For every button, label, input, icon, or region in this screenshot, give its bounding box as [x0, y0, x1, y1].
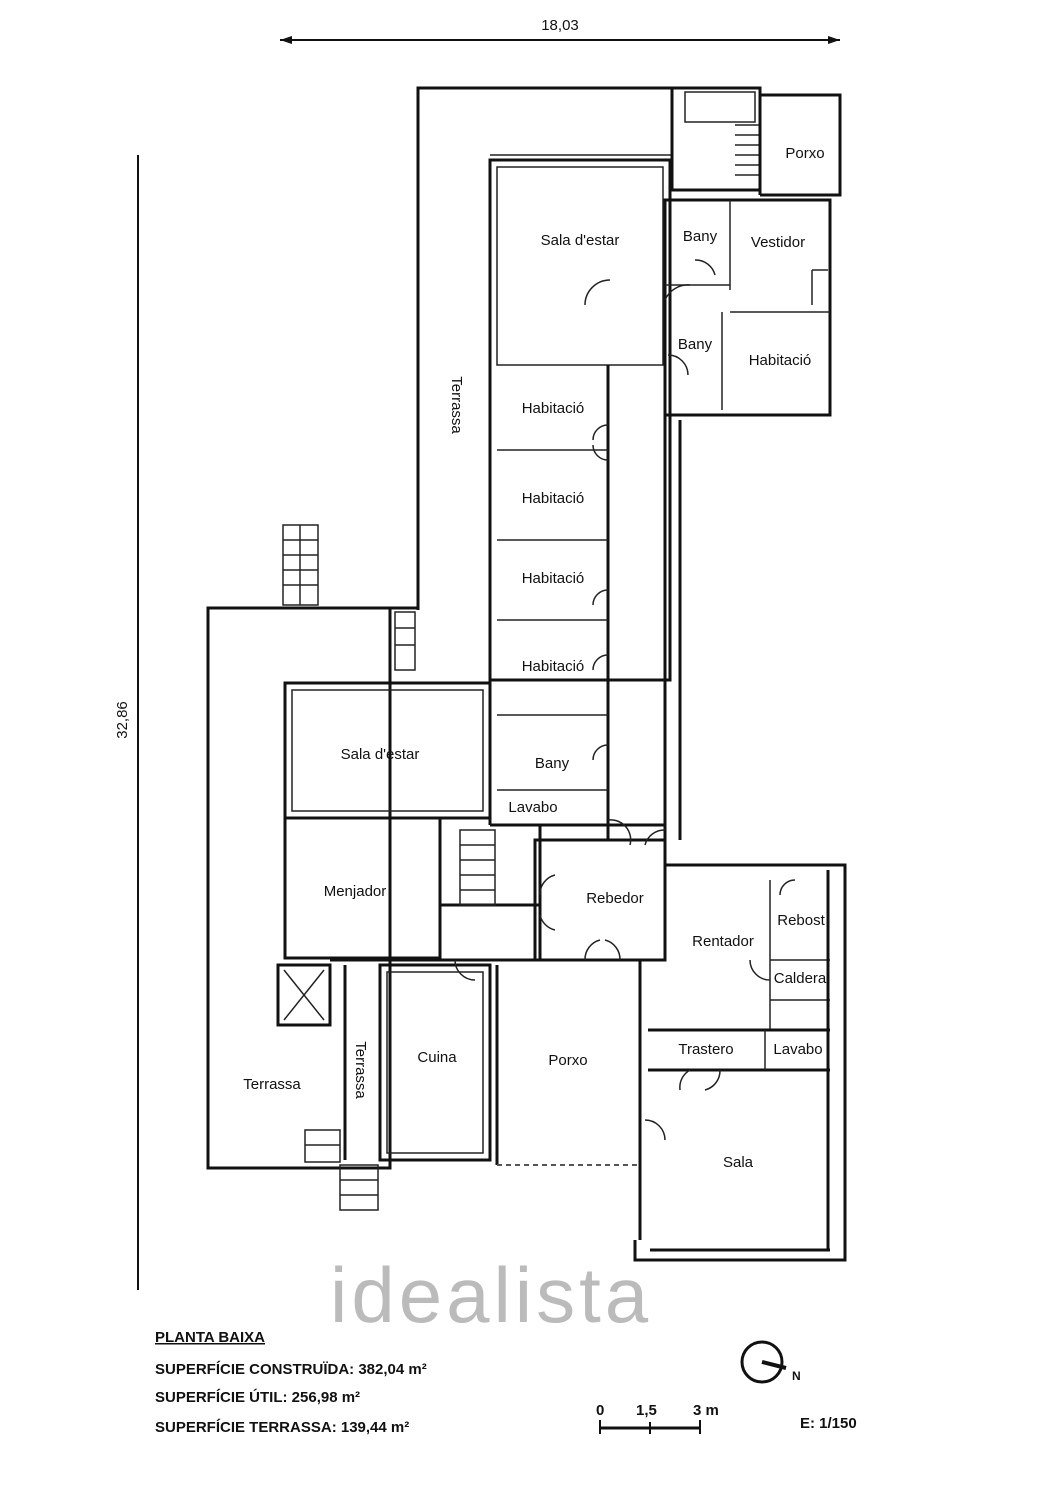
compass: N	[740, 1340, 801, 1384]
room-labels: Porxo Sala d'estar Bany Vestidor Bany Ha…	[243, 145, 827, 1171]
scale-tick-2: 3 m	[693, 1402, 719, 1419]
room-habitacio-1: Habitació	[749, 352, 812, 369]
legend-built-area: SUPERFÍCIE CONSTRUÏDA: 382,04 m²	[155, 1361, 427, 1378]
room-rebedor: Rebedor	[586, 890, 644, 907]
scale-tick-1: 1,5	[636, 1402, 657, 1419]
legend-terrace-area: SUPERFÍCIE TERRASSA: 139,44 m²	[155, 1419, 409, 1436]
stairs	[282, 524, 496, 1211]
room-habitacio-2: Habitació	[522, 400, 585, 417]
scale-ratio: E: 1/150	[800, 1415, 857, 1432]
room-menjador: Menjador	[324, 883, 387, 900]
legend-title: PLANTA BAIXA	[155, 1329, 265, 1346]
scale-bar: 0 1,5 3 m E: 1/150	[596, 1402, 857, 1434]
room-porxo-bottom: Porxo	[548, 1052, 587, 1069]
room-sala-estar-left: Sala d'estar	[341, 746, 420, 763]
room-lavabo-1: Lavabo	[508, 799, 557, 816]
height-dimension: 32,86	[114, 155, 139, 1290]
room-terrassa-left: Terrassa	[243, 1076, 301, 1093]
room-habitacio-3: Habitació	[522, 490, 585, 507]
compass-north-label: N	[792, 1369, 801, 1383]
room-habitacio-4: Habitació	[522, 570, 585, 587]
room-terrassa-narrow: Terrassa	[352, 1041, 369, 1099]
room-cuina: Cuina	[417, 1049, 457, 1066]
height-label: 32,86	[114, 701, 131, 739]
doors	[454, 259, 796, 1141]
width-label: 18,03	[541, 17, 579, 34]
room-bany-2: Bany	[678, 336, 713, 353]
legend: PLANTA BAIXA SUPERFÍCIE CONSTRUÏDA: 382,…	[155, 1329, 427, 1436]
room-rebost: Rebost	[777, 912, 825, 929]
room-trastero: Trastero	[678, 1041, 733, 1058]
room-bany-1: Bany	[683, 228, 718, 245]
watermark: idealista	[330, 1251, 652, 1339]
scale-tick-0: 0	[596, 1402, 604, 1419]
room-lavabo-2: Lavabo	[773, 1041, 822, 1058]
legend-useful-area: SUPERFÍCIE ÚTIL: 256,98 m²	[155, 1388, 360, 1406]
room-vestidor: Vestidor	[751, 234, 805, 251]
room-rentador: Rentador	[692, 933, 754, 950]
width-dimension: 18,03	[280, 17, 840, 44]
room-caldera: Caldera	[774, 970, 827, 987]
room-habitacio-5: Habitació	[522, 658, 585, 675]
walls	[206, 86, 847, 1262]
room-sala-estar-top: Sala d'estar	[541, 232, 620, 249]
room-terrassa-long: Terrassa	[448, 376, 465, 434]
room-sala: Sala	[723, 1154, 754, 1171]
room-porxo-top: Porxo	[785, 145, 824, 162]
room-bany-3: Bany	[535, 755, 570, 772]
